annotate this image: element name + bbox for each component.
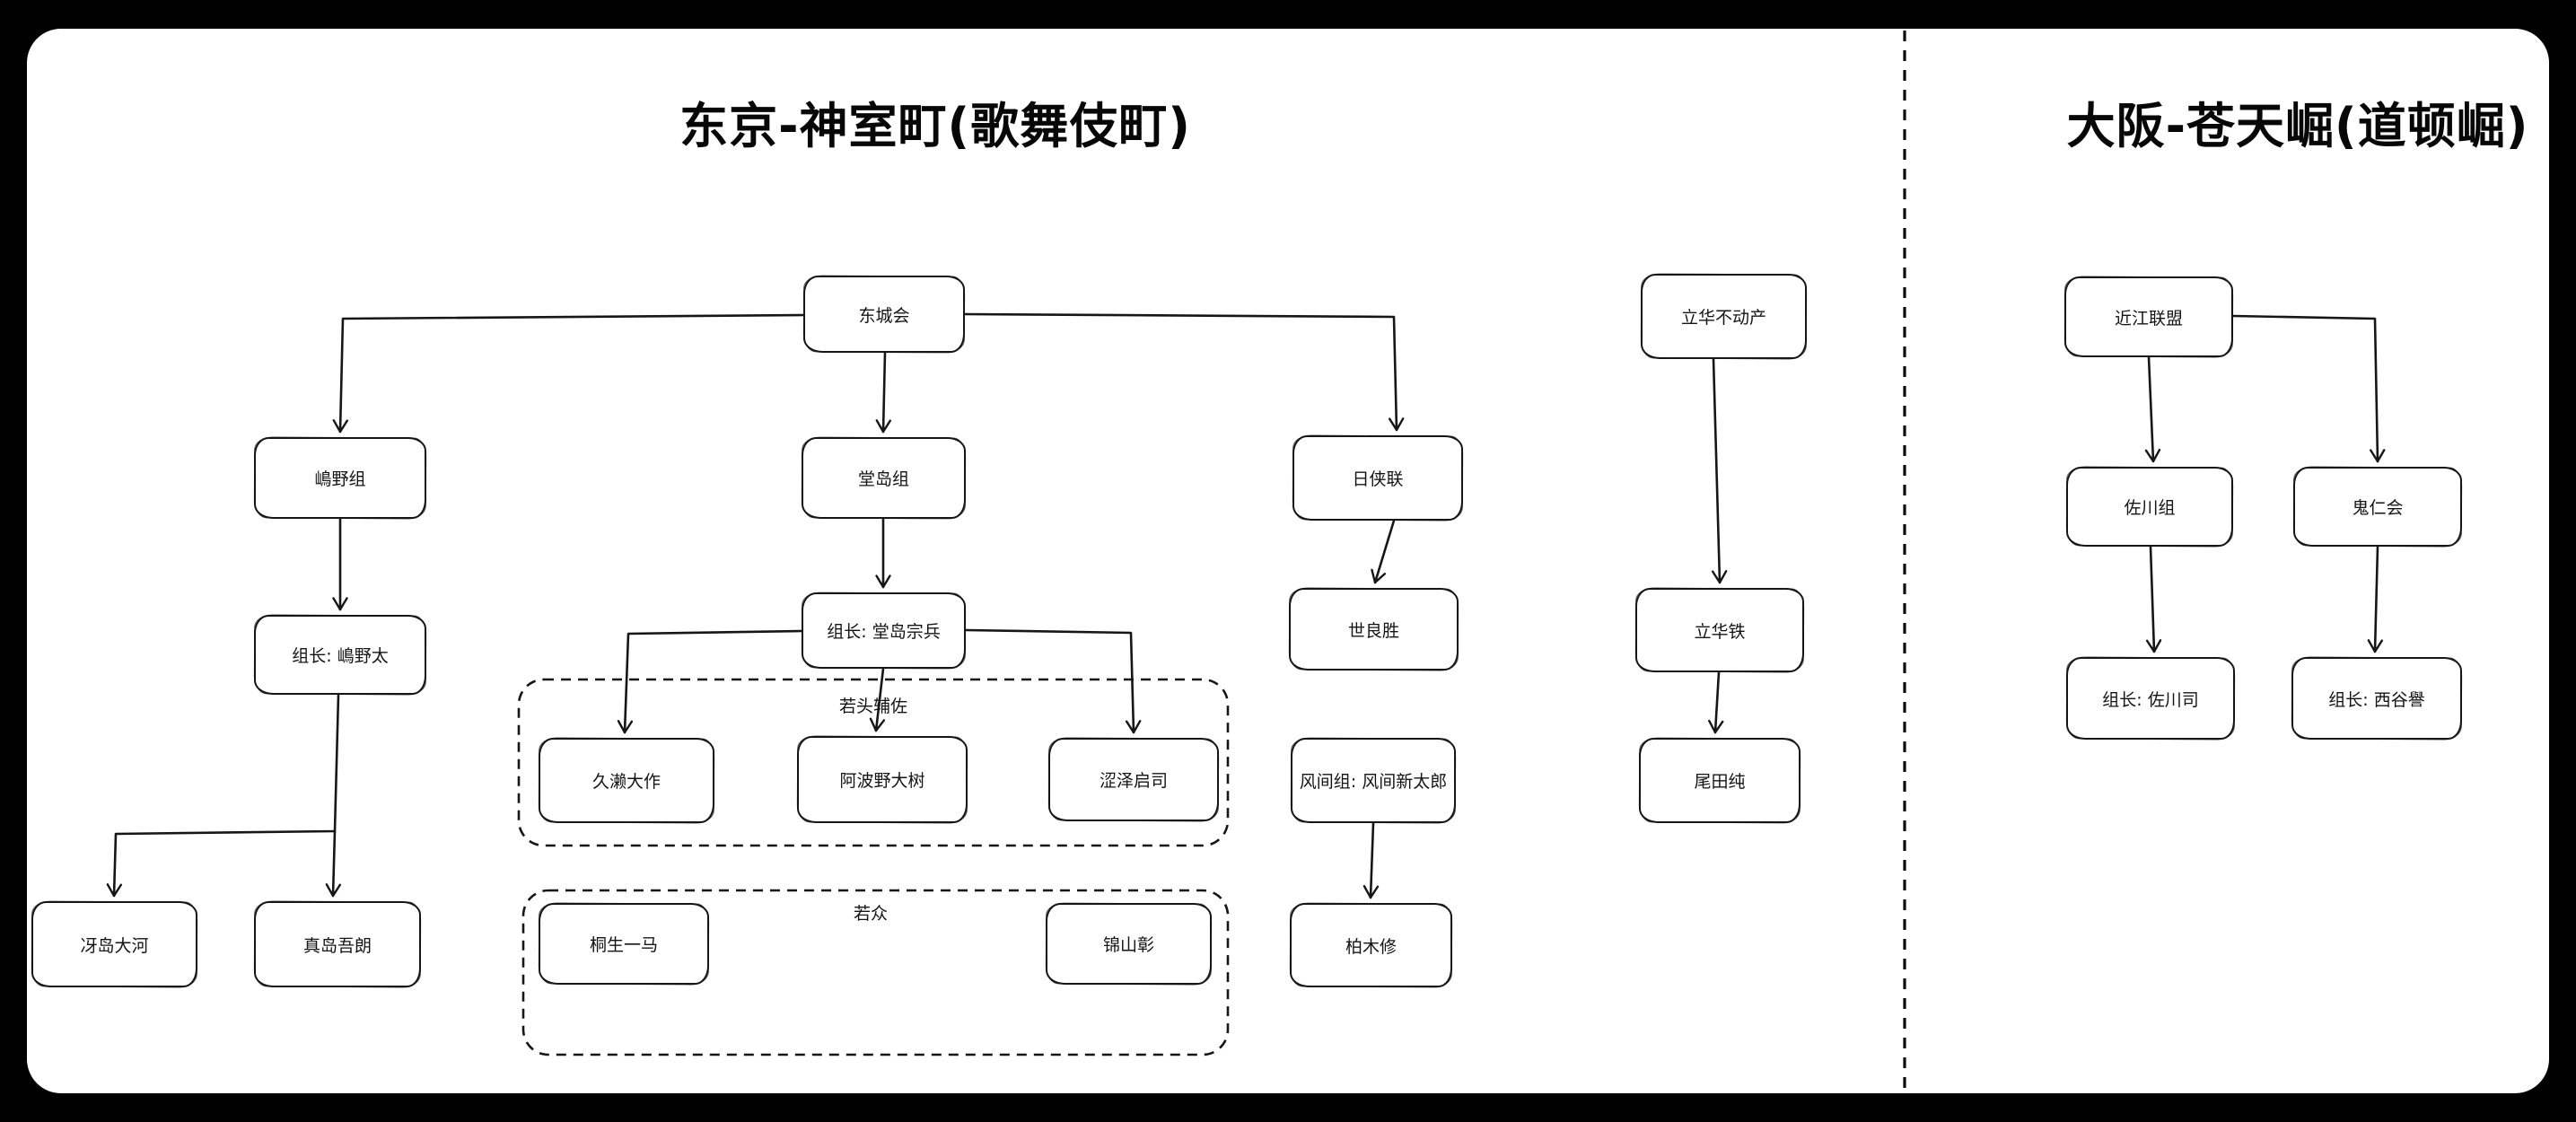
node-kashiwagi[interactable]: 柏木修 bbox=[1290, 903, 1452, 987]
node-label-kashiwagi: 柏木修 bbox=[1345, 936, 1397, 957]
group-label-wakagashira-hosa: 若头辅佐 bbox=[838, 697, 908, 716]
edge-shimano-boss-to-saejima[interactable] bbox=[106, 693, 340, 898]
section-title-osaka[interactable]: 大阪-苍天崛(道顿崛) bbox=[2066, 98, 2529, 154]
node-tojo-clan[interactable]: 东城会 bbox=[803, 276, 965, 353]
node-kazama-family[interactable]: 风间组: 风间新太郎 bbox=[1291, 738, 1456, 823]
group-wakashu[interactable] bbox=[521, 889, 1230, 1056]
node-label-sagawa-family: 佐川组 bbox=[2124, 498, 2176, 518]
edge-kazama-to-kashiwagi[interactable] bbox=[1362, 821, 1380, 899]
section-title-tokyo[interactable]: 东京-神室町(歌舞伎町) bbox=[679, 98, 1191, 154]
canvas-surface bbox=[27, 29, 2549, 1093]
node-kiryu[interactable]: 桐生一马 bbox=[539, 903, 709, 985]
node-sagawa-boss[interactable]: 组长: 佐川司 bbox=[2066, 657, 2235, 740]
edge-kijin-to-boss[interactable] bbox=[2367, 545, 2384, 653]
node-label-dojima-boss: 组长: 堂岛宗兵 bbox=[827, 622, 941, 642]
node-label-shimano-family: 嶋野组 bbox=[314, 469, 366, 489]
node-label-shibusawa: 涩泽启司 bbox=[1099, 771, 1168, 791]
edge-tojo-to-dojima[interactable] bbox=[875, 351, 891, 434]
node-label-sera: 世良胜 bbox=[1347, 620, 1399, 641]
node-kijin-clan[interactable]: 鬼仁会 bbox=[2293, 467, 2462, 547]
node-sera[interactable]: 世良胜 bbox=[1289, 588, 1459, 671]
edge-dojima-boss-to-awano[interactable] bbox=[869, 667, 886, 732]
node-kuze[interactable]: 久濑大作 bbox=[539, 738, 714, 823]
edge-dojima-boss-to-shibusawa[interactable] bbox=[964, 628, 1142, 734]
edge-shimano-boss-to-majima[interactable] bbox=[325, 829, 342, 898]
node-shimano-boss[interactable]: 组长: 嶋野太 bbox=[254, 615, 426, 695]
node-tachibana-tetsu[interactable]: 立华铁 bbox=[1635, 588, 1804, 672]
node-label-kuze: 久濑大作 bbox=[591, 772, 661, 792]
node-omi-alliance[interactable]: 近江联盟 bbox=[2064, 276, 2233, 357]
edge-omi-to-kijin[interactable] bbox=[2231, 314, 2386, 463]
node-awano[interactable]: 阿波野大树 bbox=[797, 736, 968, 823]
node-label-sagawa-boss: 组长: 佐川司 bbox=[2102, 689, 2199, 710]
edge-tojo-to-shimano[interactable] bbox=[332, 313, 805, 434]
node-label-tachibana-tetsu: 立华铁 bbox=[1694, 621, 1746, 642]
node-sagawa-family[interactable]: 佐川组 bbox=[2066, 467, 2233, 547]
node-nikkyo-consortium[interactable]: 日侠联 bbox=[1292, 435, 1463, 521]
node-nishitani-boss[interactable]: 组长: 西谷譽 bbox=[2291, 657, 2462, 740]
node-nishikiyama[interactable]: 锦山彰 bbox=[1046, 903, 1212, 985]
node-dojima-family[interactable]: 堂岛组 bbox=[802, 437, 966, 519]
node-label-nishikiyama: 锦山彰 bbox=[1102, 935, 1154, 955]
edge-nikkyoren-to-sera[interactable] bbox=[1371, 519, 1396, 584]
edge-sagawa-to-boss[interactable] bbox=[2145, 545, 2162, 653]
node-tachibana-real-estate[interactable]: 立华不动产 bbox=[1641, 274, 1807, 359]
edge-tojo-to-nikkyoren[interactable] bbox=[963, 312, 1405, 432]
node-label-kazama-family: 风间组: 风间新太郎 bbox=[1299, 772, 1448, 792]
edge-omi-to-sagawa[interactable] bbox=[2144, 355, 2161, 463]
node-label-majima: 真岛吾朗 bbox=[302, 935, 372, 956]
node-label-dojima-family: 堂岛组 bbox=[857, 469, 909, 489]
node-label-shimano-boss: 组长: 嶋野太 bbox=[292, 646, 389, 666]
group-wakagashira-hosa[interactable] bbox=[517, 678, 1230, 847]
node-label-kijin-clan: 鬼仁会 bbox=[2352, 498, 2404, 518]
node-label-tojo-clan: 东城会 bbox=[858, 305, 910, 326]
node-oda[interactable]: 尾田纯 bbox=[1639, 738, 1801, 823]
node-majima[interactable]: 真岛吾朗 bbox=[254, 901, 421, 987]
node-label-awano: 阿波野大树 bbox=[839, 771, 925, 791]
node-shibusawa[interactable]: 涩泽启司 bbox=[1048, 738, 1219, 821]
edge-tachibana-to-oda[interactable] bbox=[1708, 671, 1724, 734]
edge-tachibana-re-to-tachibana[interactable] bbox=[1711, 357, 1728, 584]
node-shimano-family[interactable]: 嶋野组 bbox=[254, 437, 426, 519]
node-label-tachibana-real-estate: 立华不动产 bbox=[1680, 308, 1766, 328]
node-dojima-boss[interactable]: 组长: 堂岛宗兵 bbox=[802, 592, 966, 669]
node-label-nishitani-boss: 组长: 西谷譽 bbox=[2328, 689, 2425, 710]
node-label-nikkyo-consortium: 日侠联 bbox=[1352, 469, 1404, 489]
group-label-wakashu: 若众 bbox=[853, 904, 889, 924]
node-label-oda: 尾田纯 bbox=[1694, 772, 1746, 792]
node-label-omi-alliance: 近江联盟 bbox=[2114, 308, 2183, 329]
node-saejima[interactable]: 冴岛大河 bbox=[31, 901, 197, 987]
node-label-kiryu: 桐生一马 bbox=[589, 935, 658, 955]
node-label-saejima: 冴岛大河 bbox=[80, 935, 149, 956]
edge-dojima-boss-to-kuze[interactable] bbox=[617, 629, 803, 734]
